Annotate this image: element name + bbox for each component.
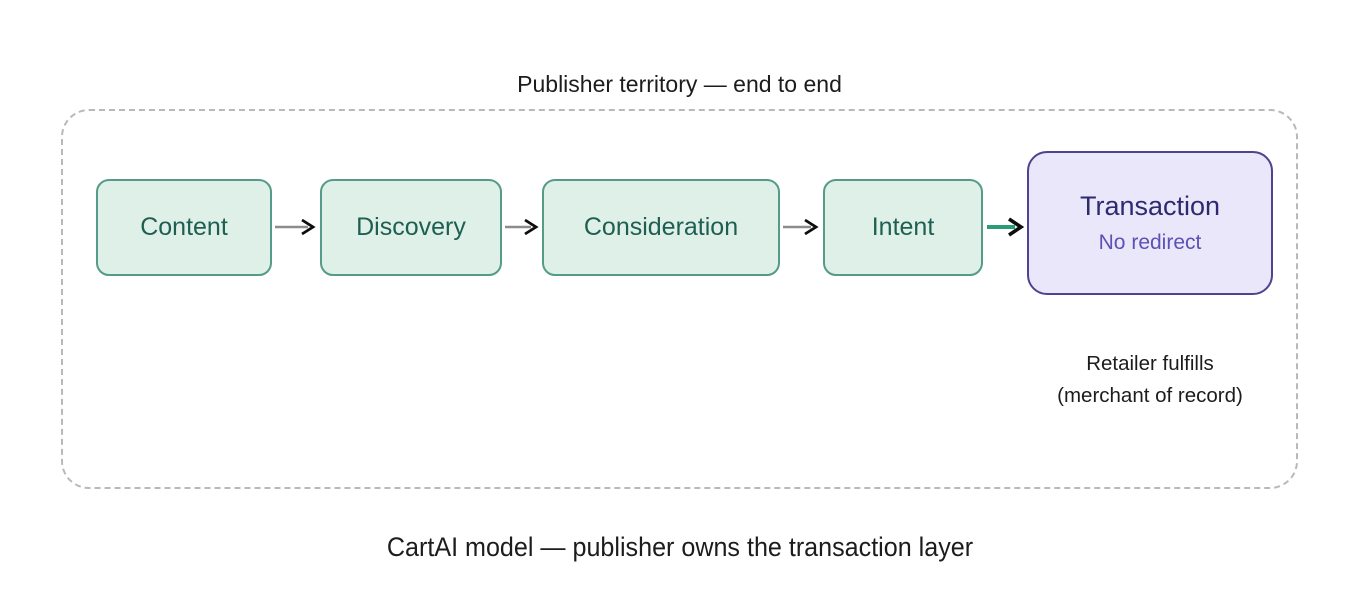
flow-arrow-discovery-consideration — [505, 218, 539, 236]
transaction-subtitle: No redirect — [1098, 231, 1202, 254]
transaction-box: Transaction No redirect — [1027, 151, 1273, 295]
retailer-note: Retailer fulfills (merchant of record) — [1017, 348, 1283, 412]
arrowhead-icon — [804, 218, 819, 236]
retailer-note-line2: (merchant of record) — [1057, 384, 1243, 407]
arrowhead-icon — [1008, 217, 1025, 237]
stage-box-discovery: Discovery — [320, 179, 502, 276]
flow-arrow-intent-transaction — [987, 217, 1025, 237]
stage-box-consideration: Consideration — [542, 179, 780, 276]
flow-arrow-consideration-intent — [783, 218, 819, 236]
arrowhead-icon — [524, 218, 539, 236]
flow-arrow-content-discovery — [275, 218, 316, 236]
arrowhead-icon — [301, 218, 316, 236]
diagram-caption: CartAI model — publisher owns the transa… — [386, 532, 974, 562]
retailer-note-line1: Retailer fulfills — [1086, 352, 1214, 375]
stage-box-intent: Intent — [823, 179, 983, 276]
publisher-territory-boundary — [61, 109, 1298, 489]
stage-box-content: Content — [96, 179, 272, 276]
transaction-title: Transaction — [1079, 191, 1221, 221]
territory-title: Publisher territory — end to end — [517, 71, 842, 97]
